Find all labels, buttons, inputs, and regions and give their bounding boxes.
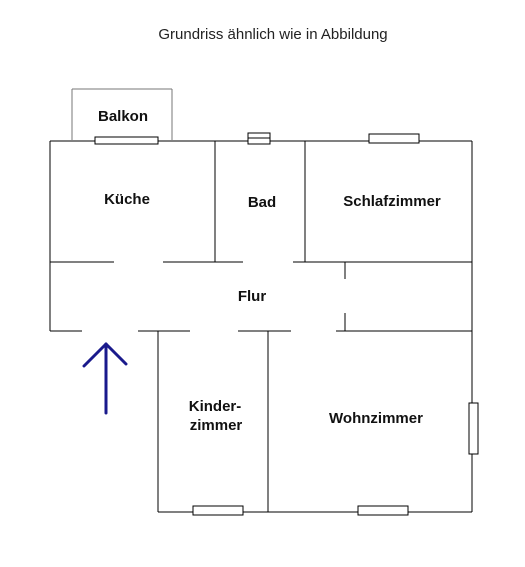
window-wohnzimmer-side — [468, 402, 479, 455]
window-kueche — [94, 136, 159, 145]
room-label-schlafzimmer: Schlafzimmer — [343, 193, 441, 210]
window-schlafzimmer — [368, 133, 420, 144]
room-label-kinderzimmer-line1: Kinder- — [189, 398, 242, 415]
windows — [94, 132, 479, 516]
floor-plan-caption: Grundriss ähnlich wie in Abbildung — [158, 26, 387, 43]
room-label-kueche: Küche — [104, 191, 150, 208]
window-wohnzimmer — [357, 505, 409, 516]
window-kinderzimmer — [192, 505, 244, 516]
room-label-wohnzimmer: Wohnzimmer — [329, 410, 423, 427]
room-label-balkon: Balkon — [98, 108, 148, 125]
room-label-flur: Flur — [238, 288, 266, 305]
room-label-kinderzimmer-line2: zimmer — [190, 417, 243, 434]
room-label-bad: Bad — [248, 194, 276, 211]
arrow-up-icon — [82, 342, 128, 415]
interior-walls — [50, 141, 472, 512]
balcony — [71, 88, 173, 140]
